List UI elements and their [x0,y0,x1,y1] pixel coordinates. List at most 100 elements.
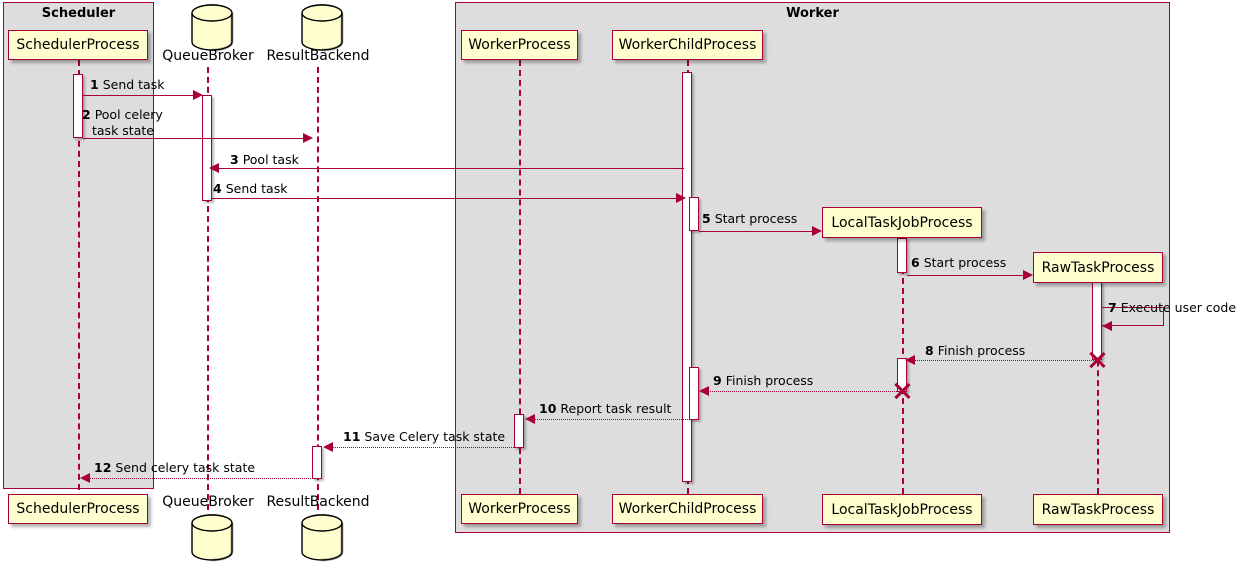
participant-label: SchedulerProcess [16,501,140,517]
message-8-label: 8 Finish process [925,344,1025,358]
message-3-line [218,168,684,169]
message-12-label: 12 Send celery task state [94,461,255,475]
message-5-line [699,231,814,232]
message-6-arrowhead [1023,270,1033,280]
message-2-arrowhead [303,133,313,143]
activation-worker-process [514,414,524,448]
message-8-line [914,360,1096,361]
lifeline-result-backend [317,67,319,510]
participant-label: WorkerProcess [468,501,571,517]
database-icon-queue-broker-top[interactable] [187,3,235,55]
message-12-text: Send celery task state [115,460,256,475]
participant-scheduler-process-bottom[interactable]: SchedulerProcess [8,494,148,524]
participant-label: SchedulerProcess [16,37,140,53]
message-7-arrowhead [1102,321,1112,331]
database-icon-result-backend-top[interactable] [297,3,345,55]
participant-label: LocalTaskJobProcess [831,501,973,518]
message-3-number: 3 [230,152,239,167]
message-9-text: Finish process [725,373,814,388]
database-label-queue-broker-top: QueueBroker [162,48,254,64]
message-12-arrowhead [80,473,90,483]
message-3-arrowhead [209,163,219,173]
message-6-line [907,275,1025,276]
activation-worker-child-process-main [682,72,692,482]
participant-worker-child-process-top[interactable]: WorkerChildProcess [612,30,763,60]
message-9-number: 9 [713,373,722,388]
message-2-text-line1: Pool celery [94,107,163,122]
message-5-label: 5 Start process [702,212,797,226]
message-12-line [89,478,313,479]
participant-worker-process-top[interactable]: WorkerProcess [461,30,578,60]
participant-label: RawTaskProcess [1041,501,1155,518]
participant-label: RawTaskProcess [1041,259,1155,276]
message-2-number: 2 [82,107,91,122]
database-icon-result-backend-bottom[interactable] [297,513,345,568]
activation-raw-task-process [1092,282,1102,360]
message-10-line [534,419,690,420]
message-10-number: 10 [539,401,557,416]
lifeline-raw-task-process [1097,282,1099,494]
message-1-line [83,95,195,96]
database-label-result-backend-top: ResultBackend [266,48,370,64]
participant-scheduler-process-top[interactable]: SchedulerProcess [8,30,148,60]
message-6-label: 6 Start process [911,256,1006,270]
message-10-arrowhead [525,414,535,424]
message-1-text: Send task [102,77,165,92]
participant-raw-task-process-bottom[interactable]: RawTaskProcess [1033,494,1163,525]
lifeline-scheduler-process [78,60,80,490]
message-5-arrowhead [812,226,822,236]
message-4-line [212,198,678,199]
participant-worker-child-process-bottom[interactable]: WorkerChildProcess [612,494,763,524]
message-7-text: Execute user code [1120,300,1237,315]
message-8-text: Finish process [937,343,1026,358]
activation-queue-broker [202,95,212,201]
database-label-queue-broker-bottom: QueueBroker [162,494,254,510]
participant-label: WorkerChildProcess [618,501,757,517]
participant-local-task-job-process-top[interactable]: LocalTaskJobProcess [822,207,982,238]
message-11-arrowhead [323,442,333,452]
database-label-result-backend-bottom: ResultBackend [266,494,370,510]
activation-result-backend [312,446,322,479]
message-1-number: 1 [90,77,99,92]
message-8-number: 8 [925,343,934,358]
message-2-text-line2: task state [92,123,154,138]
message-9-label: 9 Finish process [713,374,813,388]
participant-label: WorkerChildProcess [618,37,757,53]
message-9-arrowhead [699,386,709,396]
group-worker-title: Worker [786,6,839,21]
destroy-marker-local-task-job-process [892,381,912,401]
message-7-number: 7 [1108,300,1117,315]
participant-raw-task-process-top[interactable]: RawTaskProcess [1033,252,1163,283]
message-2-label: 2 Pool celery task state [82,107,163,139]
message-9-line [708,391,901,392]
lifeline-worker-process [519,60,521,494]
group-scheduler-title: Scheduler [41,6,116,21]
message-3-text: Pool task [242,152,299,167]
message-4-arrowhead [676,193,686,203]
activation-worker-child-process-nested-2 [689,367,699,420]
participant-label: WorkerProcess [468,37,571,53]
activation-worker-child-process-nested-1 [689,197,699,231]
message-2-line [83,138,305,139]
participant-local-task-job-process-bottom[interactable]: LocalTaskJobProcess [822,494,982,525]
participant-label: LocalTaskJobProcess [831,214,973,231]
destroy-marker-raw-task-process [1087,350,1107,370]
message-5-text: Start process [714,211,798,226]
message-12-number: 12 [94,460,112,475]
message-6-number: 6 [911,255,920,270]
message-10-label: 10 Report task result [539,402,671,416]
message-11-label: 11 Save Celery task state [343,430,505,444]
message-8-arrowhead [905,355,915,365]
message-11-line [332,447,520,448]
database-icon-queue-broker-bottom[interactable] [187,513,235,568]
message-6-text: Start process [923,255,1007,270]
message-11-number: 11 [343,429,361,444]
message-3-label: 3 Pool task [230,153,299,167]
participant-worker-process-bottom[interactable]: WorkerProcess [461,494,578,524]
message-10-text: Report task result [560,401,672,416]
lifeline-queue-broker [207,67,209,510]
message-4-text: Send task [225,181,288,196]
message-7-label: 7 Execute user code [1108,301,1236,315]
message-4-number: 4 [213,181,222,196]
